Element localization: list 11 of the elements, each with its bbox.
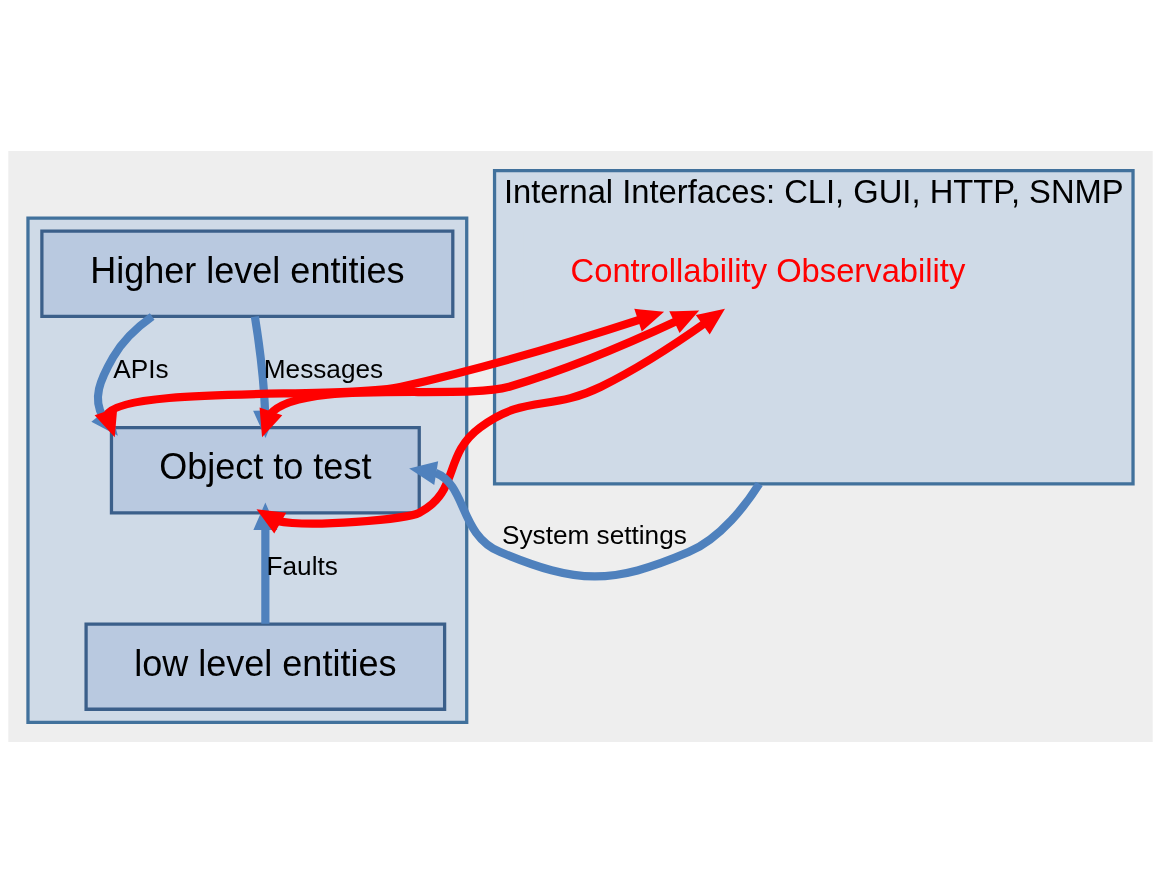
cluster <box>26 216 469 724</box>
edge-label: APIs <box>113 354 169 385</box>
arrow <box>259 310 700 438</box>
edge-label: System settings <box>501 519 687 550</box>
arrow <box>256 308 725 534</box>
arrow <box>409 461 763 581</box>
node-box: low level entities <box>84 622 447 711</box>
node-box: Higher level entities <box>40 229 455 318</box>
node-text: Controllability Observability <box>570 251 966 289</box>
node-box: Object to test <box>109 426 421 515</box>
edge-label: Messages <box>263 354 384 385</box>
